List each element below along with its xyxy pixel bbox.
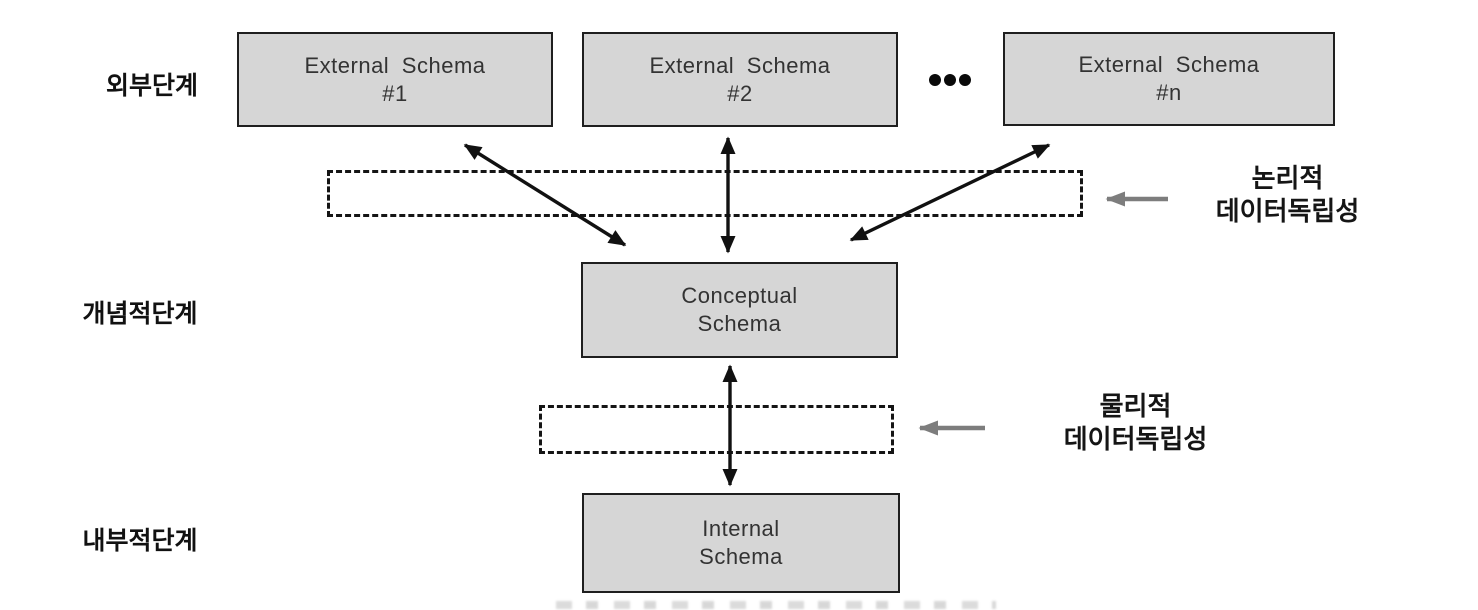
physical-independence-dashed-zone (539, 405, 894, 454)
internal-schema-box: Internal Schema (582, 493, 900, 593)
conceptual-schema-line1: Conceptual (681, 283, 798, 308)
logical-label-line2: 데이터독립성 (1215, 196, 1360, 226)
external-schema-2-box: External Schema #2 (582, 32, 898, 127)
level-label-internal: 내부적단계 (82, 527, 198, 555)
external-schema-n-box: External Schema #n (1003, 32, 1335, 126)
internal-schema-line2: Schema (699, 544, 783, 569)
external-schema-1-box: External Schema #1 (237, 32, 553, 127)
external-schema-n-title: External Schema (1078, 52, 1260, 77)
external-schema-1-number: #1 (382, 80, 408, 106)
ellipsis-dots-icon (929, 73, 971, 87)
internal-schema-line1: Internal (702, 516, 780, 541)
logical-independence-dashed-zone (327, 170, 1083, 217)
conceptual-schema-line2: Schema (697, 311, 782, 336)
external-schema-2-number: #2 (727, 80, 753, 106)
external-schema-2-title: External Schema (649, 52, 831, 78)
conceptual-schema-box: Conceptual Schema (581, 262, 898, 358)
physical-data-independence-label: 물리적 데이터독립성 (1018, 390, 1253, 456)
external-schema-1-title: External Schema (304, 52, 486, 78)
physical-label-line2: 데이터독립성 (1063, 424, 1208, 454)
cropped-caption-remnant (556, 601, 996, 609)
logical-data-independence-label: 논리적 데이터독립성 (1180, 162, 1395, 228)
physical-label-line1: 물리적 (1099, 391, 1172, 421)
level-label-conceptual: 개념적단계 (82, 300, 198, 328)
level-label-external: 외부단계 (105, 72, 198, 100)
logical-label-line1: 논리적 (1251, 163, 1324, 193)
external-schema-n-number: #n (1156, 80, 1182, 105)
